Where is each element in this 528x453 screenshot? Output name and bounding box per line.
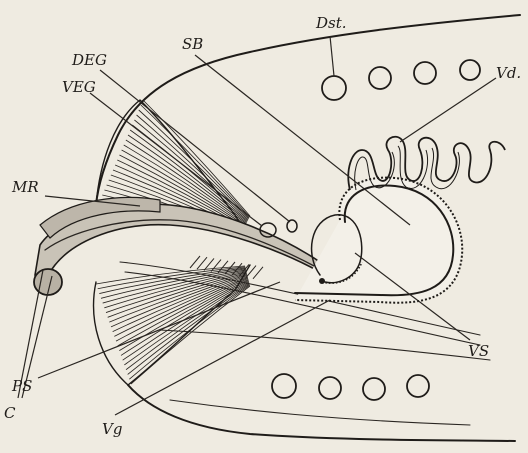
inner-lower-line <box>170 400 470 425</box>
testis-circle <box>319 377 341 399</box>
label-dst: Dst. <box>315 14 347 32</box>
testis-circle <box>407 375 429 397</box>
label-mr: MR <box>11 178 39 196</box>
testis-circle <box>369 67 391 89</box>
label-vs: VS <box>468 342 489 360</box>
leader-vg <box>115 300 330 415</box>
genital-pore <box>319 278 325 284</box>
leader-dst <box>330 36 334 76</box>
leader-ps <box>38 282 280 378</box>
label-vd: Vd. <box>496 64 521 82</box>
testis-circle <box>272 374 296 398</box>
testis-circle <box>414 62 436 84</box>
label-deg: DEG <box>71 51 107 69</box>
label-vg: Vg <box>102 420 122 438</box>
muscle-fibre <box>103 270 246 303</box>
body-outline-lower <box>128 385 515 441</box>
label-veg: VEG <box>62 78 96 96</box>
muscle-fibre <box>121 280 249 355</box>
gland-small-2 <box>287 220 297 232</box>
striation <box>197 257 207 269</box>
dorsal-testes-row <box>322 60 480 100</box>
ventral-testes-row <box>272 374 429 400</box>
label-c: C <box>4 404 16 422</box>
label-sb: SB <box>182 35 203 53</box>
striation <box>246 266 256 278</box>
leader-vd <box>400 78 496 142</box>
testis-circle <box>322 76 346 100</box>
striation <box>190 256 200 268</box>
testis-circle <box>460 60 480 80</box>
testis-circle <box>363 378 385 400</box>
label-ps: PS <box>11 377 32 395</box>
inner-lower-line-2 <box>160 330 490 360</box>
striation <box>253 267 263 279</box>
